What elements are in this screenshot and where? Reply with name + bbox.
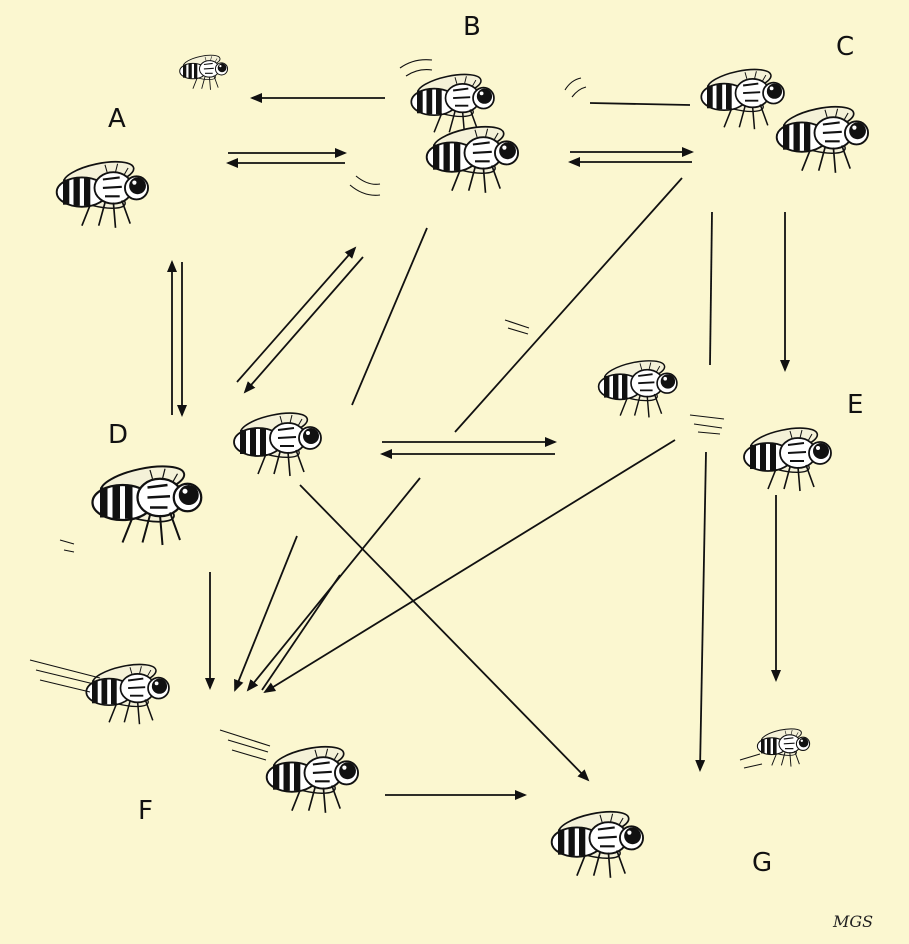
- fly-icon: [267, 742, 358, 813]
- line-c-to-b: [590, 103, 690, 105]
- fly-icon: [701, 65, 784, 129]
- fly-icon: [777, 102, 868, 173]
- node-label-e: E: [847, 392, 863, 418]
- line-b-to-d: [352, 228, 427, 405]
- fly-icon: [93, 460, 202, 545]
- node-label-c: C: [836, 34, 854, 60]
- arrow-d-to-g: [300, 485, 588, 780]
- motion-lines: [30, 60, 762, 768]
- artist-signature: MGS: [833, 912, 873, 931]
- fly-icon: [57, 157, 148, 228]
- fly-icon: [86, 660, 169, 724]
- fly-icon: [599, 356, 677, 417]
- fly-icon: [552, 807, 643, 878]
- node-label-g: G: [752, 850, 772, 876]
- arrow-e-to-f: [265, 440, 675, 692]
- arrow-d-to-b: [237, 248, 355, 382]
- line-c-down: [710, 212, 712, 365]
- node-label-f: F: [138, 798, 153, 824]
- arrow-e-to-g: [700, 452, 706, 770]
- fly-icon: [427, 122, 518, 193]
- node-label-d: D: [108, 422, 128, 448]
- fly-icon: [234, 408, 321, 476]
- fly-icon: [180, 52, 228, 89]
- node-label-b: B: [463, 14, 481, 40]
- fly-icon: [757, 726, 809, 767]
- fly-icon: [411, 70, 494, 134]
- node-label-a: A: [108, 106, 126, 132]
- arrow-b-to-d: [245, 257, 363, 392]
- fly-icon: [744, 423, 831, 491]
